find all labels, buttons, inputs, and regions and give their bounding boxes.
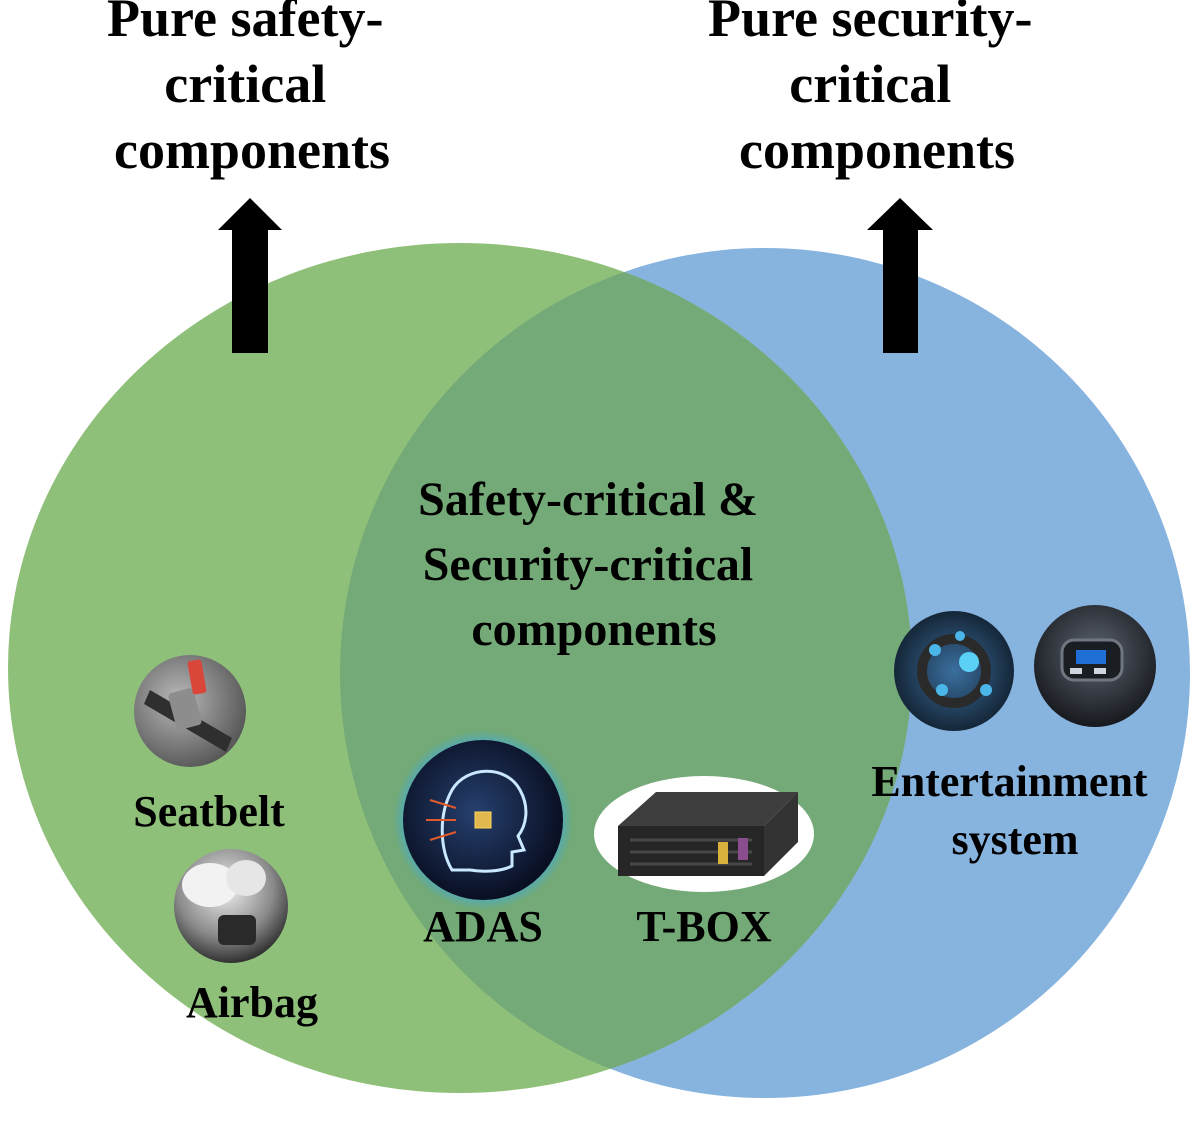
seatbelt-label: Seatbelt <box>133 787 285 836</box>
adas-label: ADAS <box>423 902 543 951</box>
airbag-label: Airbag <box>186 978 318 1027</box>
telematics-box-icon <box>594 776 814 892</box>
overlap-region <box>340 248 912 1093</box>
entertainment-label: Entertainment system <box>871 757 1158 864</box>
up-arrow-icon <box>867 198 933 353</box>
overlap-label: Safety-critical & Security-critical comp… <box>418 473 770 656</box>
pure-safety-label: Pure safety- critical components <box>107 0 397 180</box>
airbag-photo-icon <box>174 849 288 963</box>
usb-car-charger-icon <box>1034 605 1156 727</box>
tbox-label: T-BOX <box>636 902 772 951</box>
up-arrow-icon <box>218 198 282 353</box>
seatbelt-photo-icon <box>134 655 246 767</box>
ai-head-chip-icon <box>393 730 573 910</box>
pure-security-label: Pure security- critical components <box>708 0 1046 180</box>
connected-dashboard-icon <box>894 611 1014 731</box>
